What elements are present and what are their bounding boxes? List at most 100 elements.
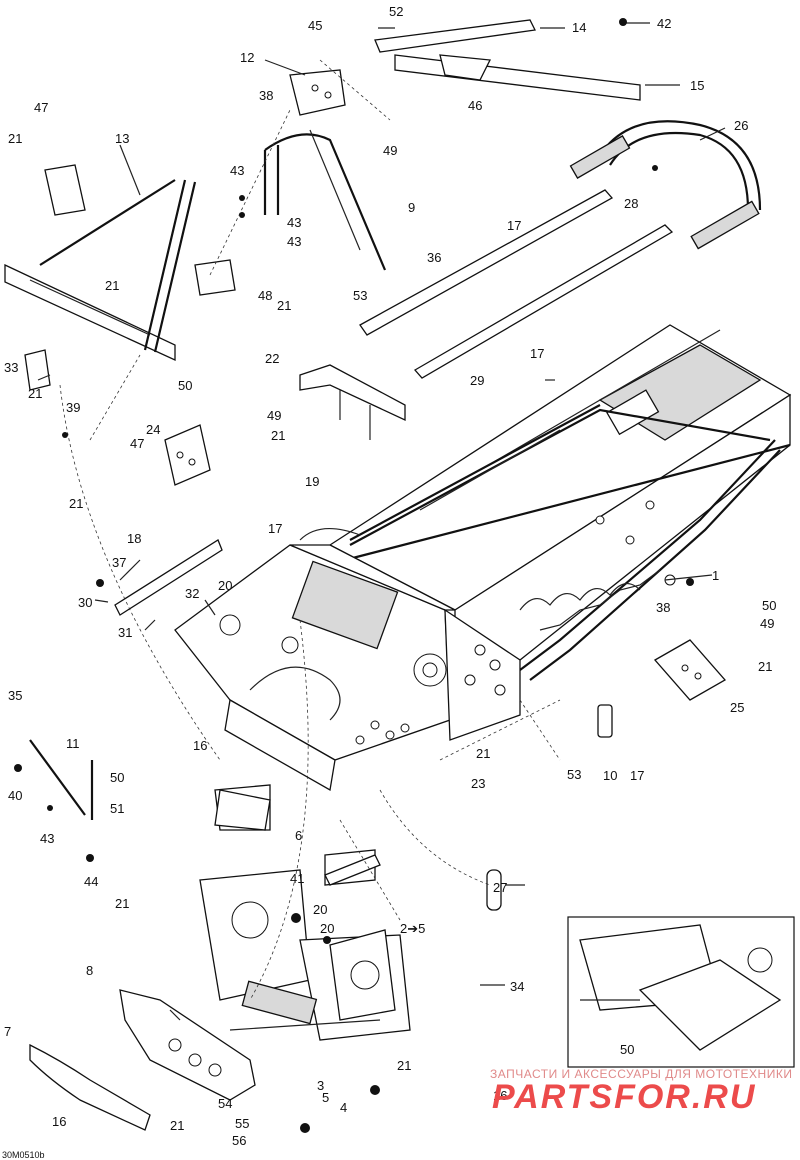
callout: 49 <box>267 408 281 423</box>
callout: 20 <box>218 578 232 593</box>
callout: 21 <box>28 386 42 401</box>
callout: 21 <box>397 1058 411 1073</box>
callout: 55 <box>235 1116 249 1131</box>
callout: 26 <box>734 118 748 133</box>
link-32 <box>486 869 502 911</box>
callout: 34 <box>510 979 524 994</box>
callout: 40 <box>8 788 22 803</box>
callout: 47 <box>34 100 48 115</box>
callout: 7 <box>4 1024 11 1039</box>
callout: 32 <box>185 586 199 601</box>
plate-30 <box>653 639 727 701</box>
callout: 38 <box>656 600 670 615</box>
callout: 20 <box>313 902 327 917</box>
callout: 1 <box>712 568 719 583</box>
callout: 36 <box>427 250 441 265</box>
callout: 21 <box>69 496 83 511</box>
callout: 28 <box>624 196 638 211</box>
callout: 49 <box>760 616 774 631</box>
callout: 43 <box>40 831 54 846</box>
callout: 48 <box>258 288 272 303</box>
callout: 37 <box>112 555 126 570</box>
callout: 31 <box>118 625 132 640</box>
callout: 21 <box>277 298 291 313</box>
callout: 44 <box>84 874 98 889</box>
bracket-10 <box>597 704 613 738</box>
watermark: ЗАПЧАСТИ И АКСЕССУАРЫ ДЛЯ МОТОТЕХНИКИ PA… <box>490 1067 792 1116</box>
callout: 51 <box>110 801 124 816</box>
callout: 42 <box>657 16 671 31</box>
callout: 21 <box>271 428 285 443</box>
callout-labels: 1 2➔5 3 4 5 6 7 8 9 10 11 12 13 14 15 16… <box>2 4 776 1160</box>
callout: 50 <box>110 770 124 785</box>
callout: 25 <box>730 700 744 715</box>
callout: 16 <box>52 1114 66 1129</box>
callout: 49 <box>383 143 397 158</box>
callout: 33 <box>4 360 18 375</box>
diagram-code: 30M0510b <box>2 1150 45 1160</box>
callout: 5 <box>322 1090 329 1105</box>
callout: 18 <box>127 531 141 546</box>
callout: 56 <box>232 1133 246 1148</box>
lower-cradle <box>199 784 411 1041</box>
tunnel-frame <box>328 324 792 681</box>
callout: 43 <box>287 234 301 249</box>
steering-support <box>263 19 641 271</box>
front-chassis <box>174 527 521 792</box>
callout: 52 <box>389 4 403 19</box>
callout: 8 <box>86 963 93 978</box>
callout: 30 <box>78 595 92 610</box>
callout: 21 <box>476 746 490 761</box>
callout: 21 <box>170 1118 184 1133</box>
strip-41 <box>114 539 223 616</box>
callout: 21 <box>105 278 119 293</box>
callout: 29 <box>470 373 484 388</box>
watermark-logo: PARTSFOR.RU <box>492 1078 756 1116</box>
callout: 3 <box>317 1078 324 1093</box>
callout: 17 <box>268 521 282 536</box>
callout: 16 <box>193 738 207 753</box>
callout: 23 <box>471 776 485 791</box>
callout: 21 <box>8 131 22 146</box>
callout: 50 <box>178 378 192 393</box>
callout: 39 <box>66 400 80 415</box>
callout: 13 <box>115 131 129 146</box>
callout: 6 <box>295 828 302 843</box>
callout: 54 <box>218 1096 232 1111</box>
callout: 35 <box>8 688 22 703</box>
bracket-24 <box>299 364 406 440</box>
callout: 38 <box>259 88 273 103</box>
strip-6 <box>324 854 381 886</box>
callout: 21 <box>115 896 129 911</box>
watermark-tagline: ЗАПЧАСТИ И АКСЕССУАРЫ ДЛЯ МОТОТЕХНИКИ <box>490 1067 792 1081</box>
handlebar <box>569 120 762 250</box>
callout: 22 <box>265 351 279 366</box>
callout: 46 <box>468 98 482 113</box>
callout: 17 <box>630 768 644 783</box>
plate-6 <box>214 789 271 831</box>
callout: 2➔5 <box>400 921 425 936</box>
callout: 41 <box>290 871 304 886</box>
front-bumper <box>4 164 236 391</box>
callout: 11 <box>66 736 80 751</box>
leader-lines <box>37 22 726 1021</box>
callout: 15 <box>690 78 704 93</box>
callout: 50 <box>762 598 776 613</box>
plate-29 <box>164 424 211 486</box>
rod-11 <box>29 739 86 816</box>
callout: 10 <box>603 768 617 783</box>
callout: 19 <box>305 474 319 489</box>
inset-view <box>567 916 795 1068</box>
callout: 43 <box>287 215 301 230</box>
callout: 50 <box>620 1042 634 1057</box>
callout: 17 <box>507 218 521 233</box>
callout: 47 <box>130 436 144 451</box>
support-8 <box>119 989 256 1101</box>
callout: 14 <box>572 20 586 35</box>
callout: 16 <box>493 1088 507 1103</box>
callout: 53 <box>353 288 367 303</box>
callout: 12 <box>240 50 254 65</box>
callout: 43 <box>230 163 244 178</box>
callout: 17 <box>530 346 544 361</box>
